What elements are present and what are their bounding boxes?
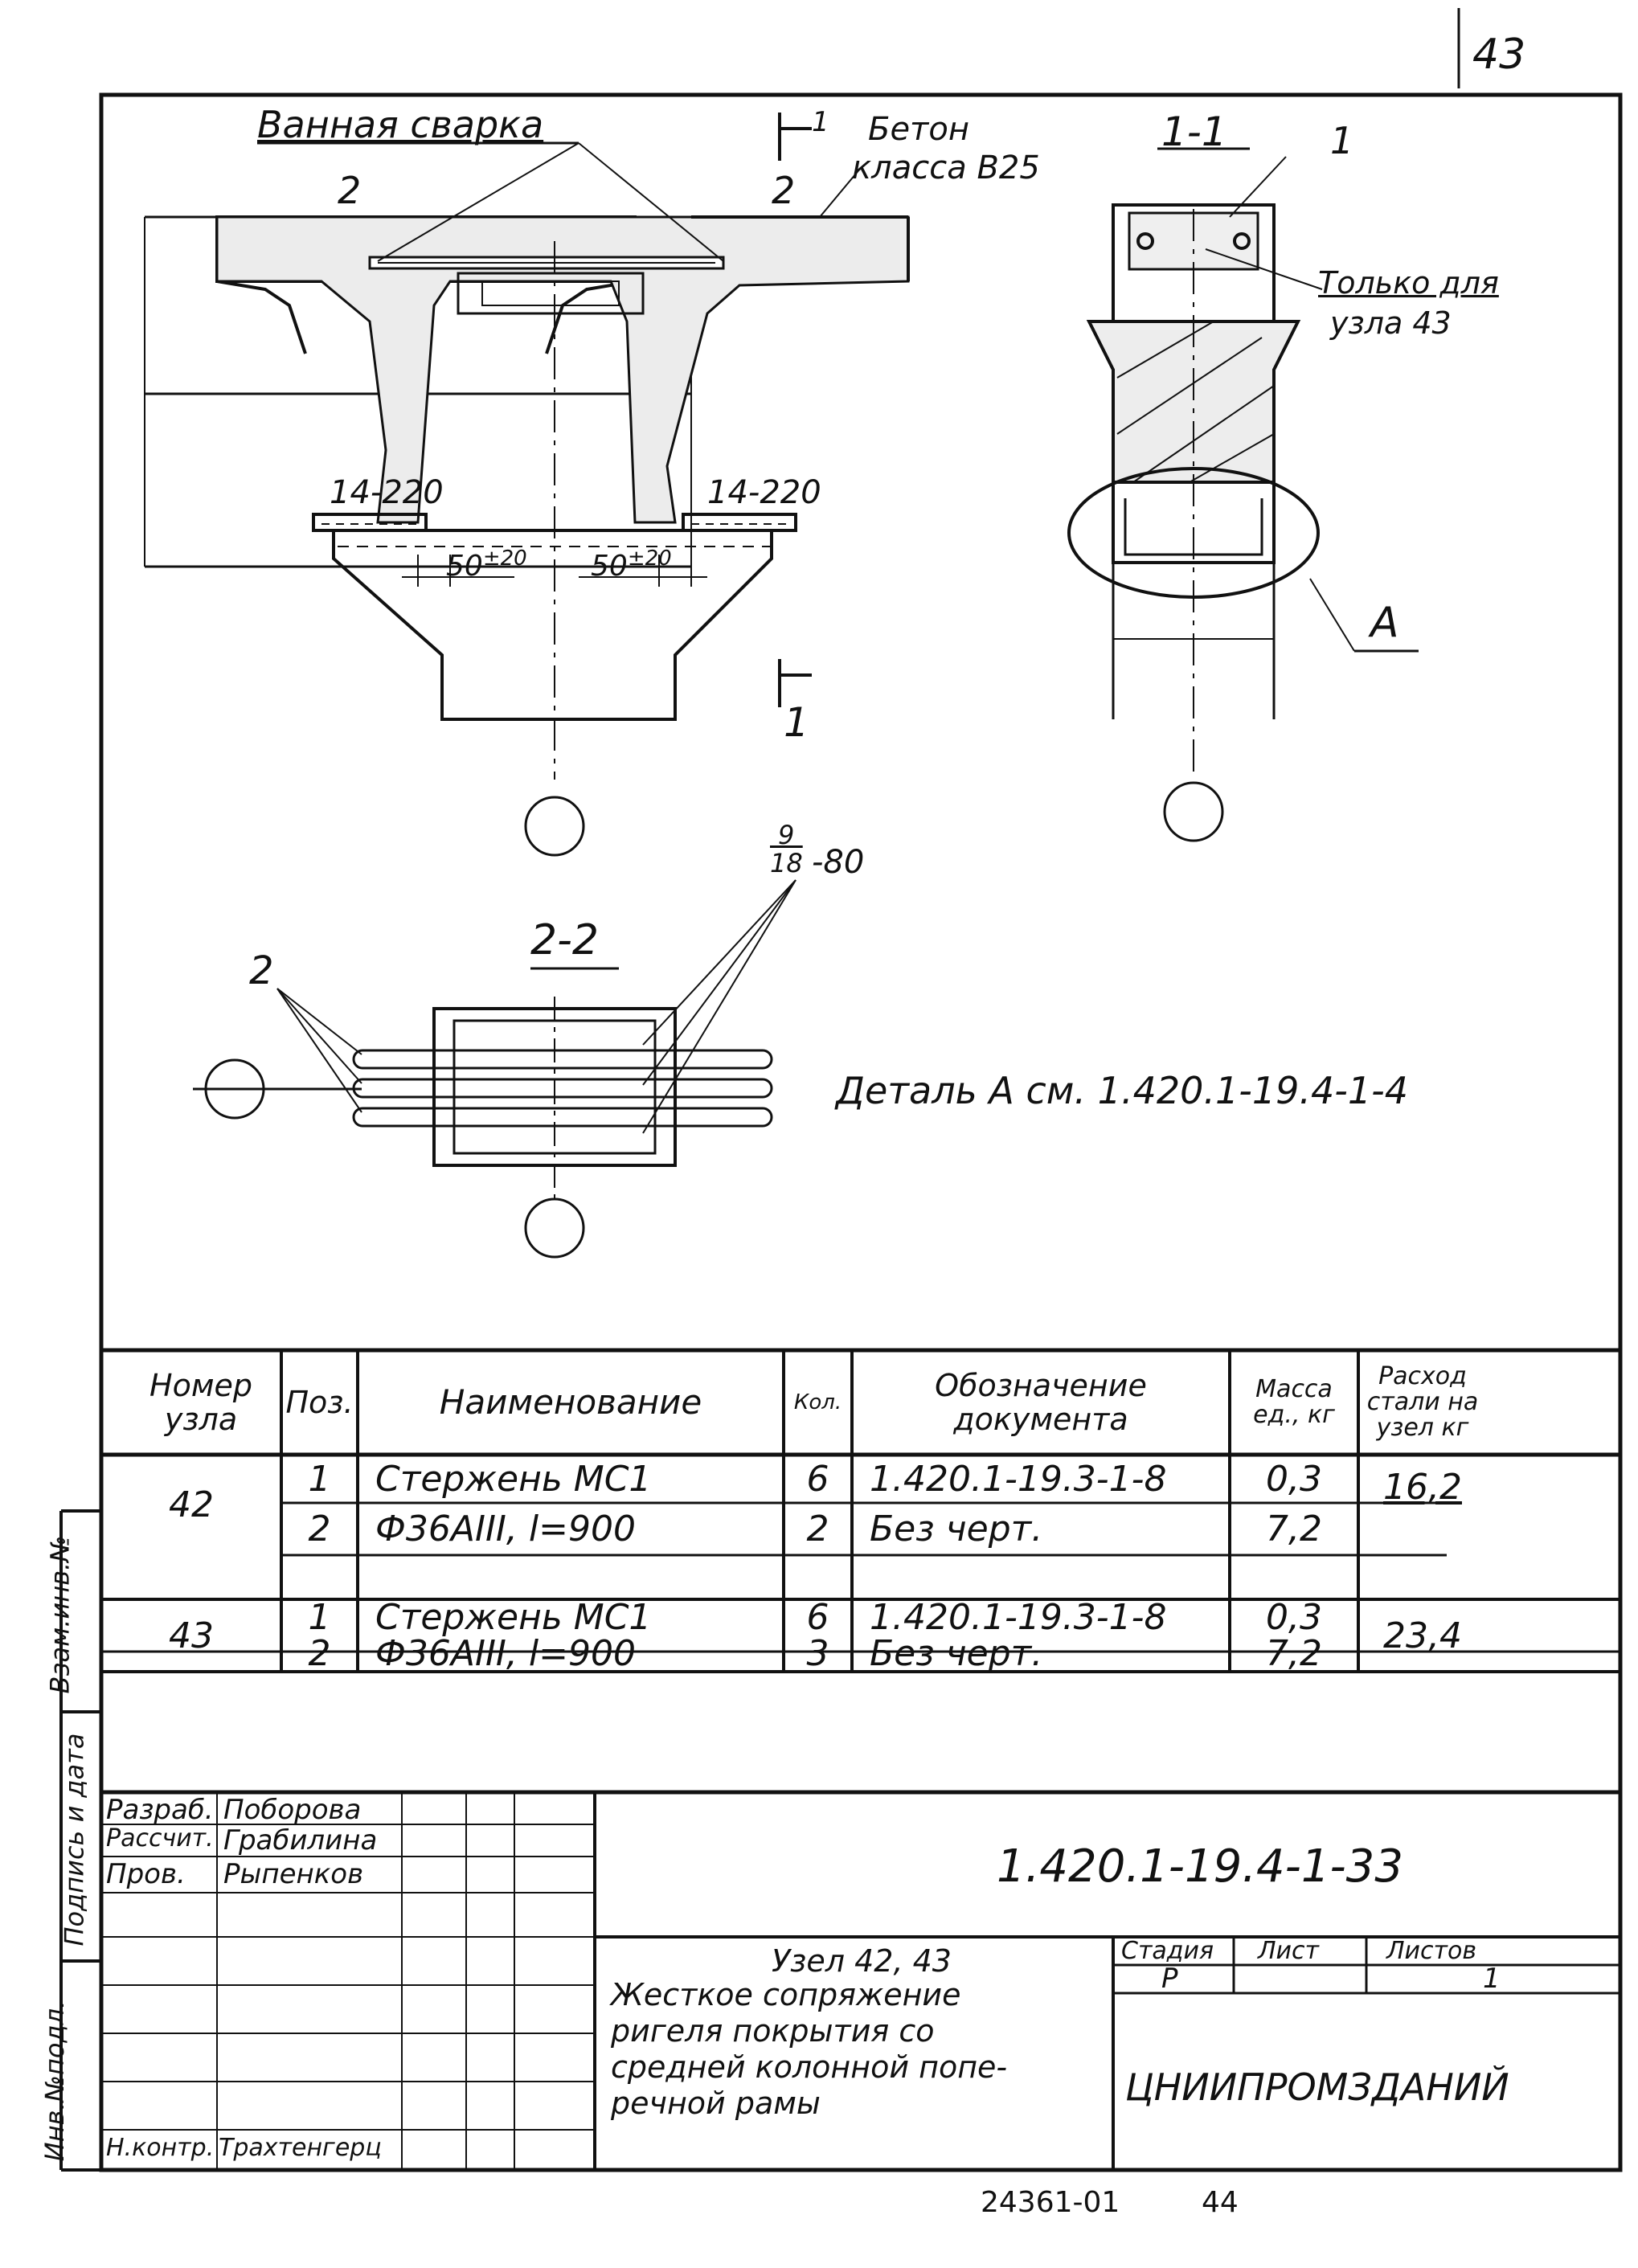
title-line-2: Жесткое сопряжение [611,1977,961,2012]
tb-role-1: Разраб. [106,1794,214,1826]
weld-label: Ванная сварка [257,103,544,146]
row-1-mass: 0,3 [1266,1458,1322,1500]
row-4-name: Ф36АIII, l=900 [375,1633,636,1674]
stamp-inv-orig: Инв.№подл. [39,2000,71,2162]
weld-sec-len: -80 [812,844,865,881]
pos-2-sec: 2 [249,948,274,993]
dim-left-tolerance: ±20 [482,547,527,571]
tb-name-3: Рыпенков [223,1858,364,1890]
sheet-label: Лист [1258,1937,1320,1965]
tb-name-2: Грабилина [223,1824,378,1857]
tb-role-7: Н.контр. [106,2134,215,2162]
section-2-2-title: 2-2 [530,916,599,964]
detail-reference: Деталь А см. 1.420.1-19.4-1-4 [836,1069,1409,1112]
header-pos: Поз. [285,1385,354,1420]
organization: ЦНИИПРОМЗДАНИЙ [1125,2065,1509,2109]
header-steel: Расход стали на узел кг [1366,1362,1479,1442]
section-mark-top: 1 [812,106,829,138]
tb-role-3: Пров. [106,1858,186,1890]
dim-left: 50±20 [446,547,527,583]
pos-1-label: 1 [1330,119,1354,162]
row-3-steel: 23,4 [1383,1615,1462,1656]
stage-label: Стадия [1121,1937,1214,1965]
only-for-1: Только для [1318,265,1499,301]
section-mark-bottom: 1 [784,699,809,746]
pos-2-left: 2 [338,169,362,212]
row-1-qty: 6 [806,1458,829,1500]
row-2-name: Ф36АIII, l=900 [375,1509,636,1550]
dim-right-value: 50 [591,550,628,583]
title-line-3: ригеля покрытия со [611,2013,935,2049]
stamp-replace-inv: Взам.инв.№ [44,1535,76,1694]
row-4-qty: 3 [806,1633,829,1674]
bottom-page: 44 [1202,2186,1239,2219]
row-3-doc: 1.420.1-19.3-1-8 [870,1597,1167,1638]
row-4-mass: 7,2 [1266,1633,1322,1674]
weld-sec-top: 9 [778,820,795,850]
row-3-qty: 6 [806,1597,829,1638]
weld-size-right: 14-220 [707,474,821,511]
title-line-5: речной рамы [611,2086,821,2121]
drawing-code: 1.420.1-19.4-1-33 [997,1840,1403,1893]
dim-right-tolerance: ±20 [627,547,672,571]
row-3-pos: 1 [308,1597,331,1638]
row-3-node: 43 [169,1615,214,1656]
header-node: Номер узла [149,1368,252,1437]
bottom-code: 24361-01 [981,2186,1120,2219]
concrete-label-1: Бетон [868,111,969,148]
row-2-qty: 2 [806,1509,829,1550]
sheets-value: 1 [1483,1963,1501,1995]
weld-sec-bottom: 18 [770,848,803,878]
stamp-sign-date: Подпись и дата [59,1733,90,1947]
row-3-mass: 0,3 [1266,1597,1322,1638]
header-doc: Обозначение документа [935,1368,1147,1437]
row-4-doc: Без черт. [870,1633,1043,1674]
row-2-pos: 2 [308,1509,331,1550]
concrete-label-2: класса В25 [852,149,1040,186]
sheets-label: Листов [1386,1937,1477,1965]
title-line-4: средней колонной попе- [611,2049,1008,2085]
row-1-node: 42 [169,1484,214,1525]
row-2-doc: Без черт. [870,1509,1043,1550]
section-1-1-title: 1-1 [1161,108,1227,155]
row-1-steel: 16,2 [1383,1466,1462,1508]
header-qty: Кол. [793,1390,842,1414]
pos-2-right: 2 [772,169,796,212]
row-2-mass: 7,2 [1266,1509,1322,1550]
only-for-2: узла 43 [1330,305,1452,341]
row-1-name: Стержень МС1 [375,1458,652,1500]
row-3-name: Стержень МС1 [375,1597,652,1638]
page-number: 43 [1472,31,1526,79]
tb-name-1: Поборова [223,1794,362,1826]
row-4-pos: 2 [308,1633,331,1674]
stage-value: Р [1161,1963,1178,1995]
row-1-pos: 1 [308,1458,331,1500]
weld-size-left: 14-220 [330,474,444,511]
header-mass: Масса ед., кг [1253,1375,1335,1429]
row-1-doc: 1.420.1-19.3-1-8 [870,1458,1167,1500]
tb-name-7: Трахтенгерц [219,2134,382,2162]
header-name: Наименование [439,1382,702,1422]
detail-mark: А [1370,599,1399,647]
dim-left-value: 50 [446,550,483,583]
dim-right: 50±20 [591,547,672,583]
tb-role-2: Рассчит. [106,1824,214,1852]
title-line-1: Узел 42, 43 [772,1943,952,1979]
